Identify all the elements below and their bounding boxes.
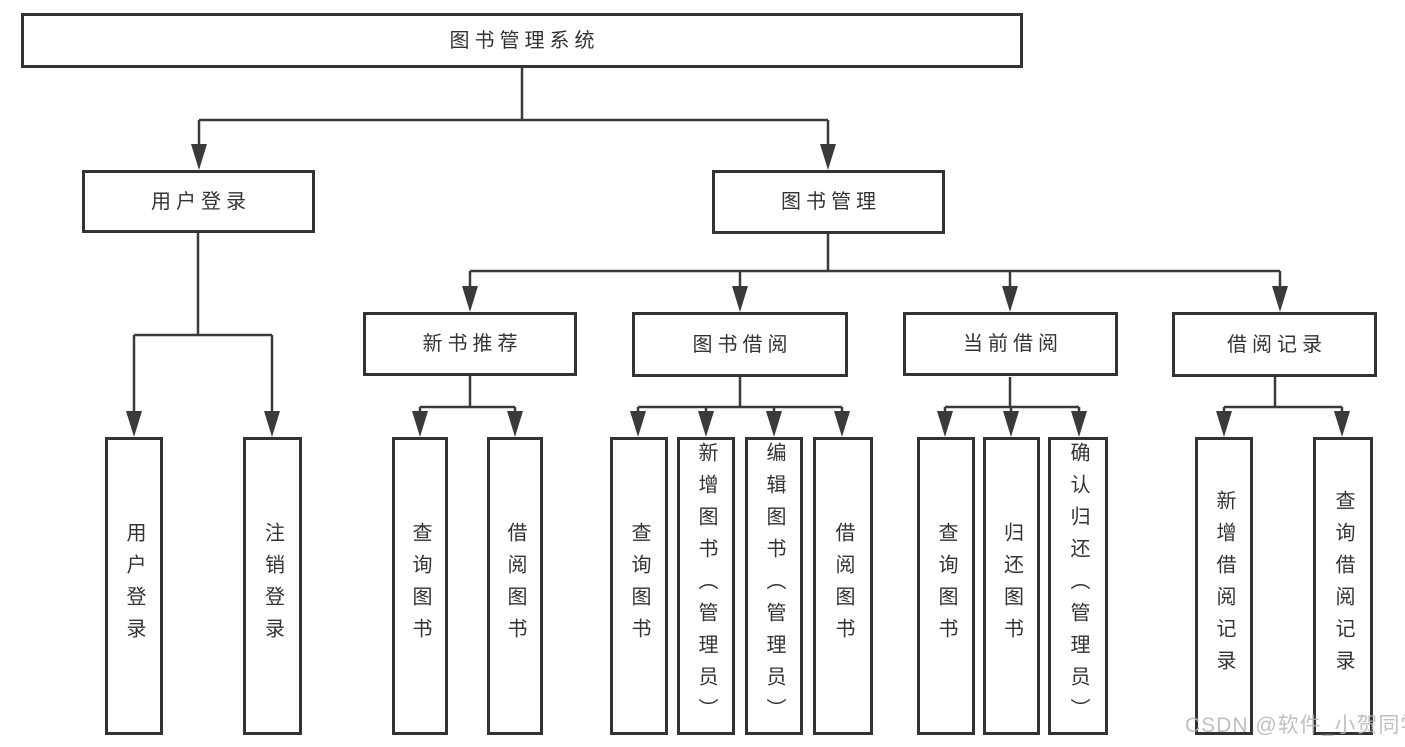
connector-borrow-records	[1222, 377, 1344, 414]
node-current-borrowing-label: 当前借阅	[963, 333, 1063, 355]
arrowhead	[732, 286, 748, 312]
arrowhead	[126, 411, 142, 437]
arrowhead	[937, 411, 953, 437]
connector-book-management	[468, 234, 1282, 289]
connector-user-login	[132, 233, 274, 414]
arrowhead	[1002, 286, 1018, 312]
arrowhead	[766, 411, 782, 437]
arrowhead	[1071, 411, 1087, 437]
leaf-query-books-2: 查询图书	[610, 437, 668, 735]
node-current-borrowing: 当前借阅	[903, 312, 1118, 376]
arrowhead	[698, 411, 714, 437]
leaf-add-book-admin: 新增图书（管理员）	[677, 437, 735, 735]
leaf-edit-book-admin: 编辑图书（管理员）	[745, 437, 803, 735]
connector-root	[197, 68, 830, 147]
leaf-query-books-1: 查询图书	[392, 437, 448, 735]
leaf-confirm-return-admin-label: 确认归还（管理员）	[1067, 442, 1089, 730]
arrowhead	[1216, 411, 1232, 437]
connector-current-borrow	[943, 377, 1081, 414]
node-book-management-label: 图书管理	[781, 191, 881, 213]
connector-lines	[132, 68, 1344, 414]
connector-arrowheads	[126, 144, 1350, 437]
leaf-user-login-label: 用户登录	[123, 522, 145, 650]
node-root: 图书管理系统	[21, 13, 1023, 68]
leaf-add-borrow-record: 新增借阅记录	[1195, 437, 1253, 735]
arrowhead	[1003, 411, 1019, 437]
leaf-user-login: 用户登录	[105, 437, 163, 735]
leaf-borrow-books-2-label: 借阅图书	[832, 522, 854, 650]
connector-book-borrow	[636, 377, 844, 414]
arrowhead	[412, 411, 428, 437]
arrowhead	[820, 144, 836, 170]
arrowhead	[264, 411, 280, 437]
leaf-query-books-3: 查询图书	[917, 437, 975, 735]
node-borrowing-records: 借阅记录	[1172, 312, 1377, 377]
node-user-login: 用户登录	[82, 170, 315, 233]
node-new-book-recommend-label: 新书推荐	[422, 333, 523, 355]
leaf-query-books-2-label: 查询图书	[628, 522, 650, 650]
leaf-logout: 注销登录	[243, 437, 302, 735]
leaf-edit-book-admin-label: 编辑图书（管理员）	[763, 442, 785, 730]
leaf-query-books-1-label: 查询图书	[409, 522, 431, 650]
node-book-management: 图书管理	[712, 170, 945, 234]
arrowhead	[1334, 411, 1350, 437]
connector-new-book	[418, 376, 517, 414]
arrowhead	[191, 144, 207, 170]
arrowhead	[630, 411, 646, 437]
leaf-logout-label: 注销登录	[261, 522, 284, 650]
node-borrowing-records-label: 借阅记录	[1227, 333, 1327, 356]
leaf-query-borrow-record: 查询借阅记录	[1313, 437, 1373, 735]
node-book-borrowing: 图书借阅	[632, 312, 848, 377]
arrowhead	[507, 411, 523, 437]
leaf-return-books-label: 归还图书	[1000, 522, 1023, 650]
node-user-login-label: 用户登录	[151, 190, 251, 213]
node-new-book-recommend: 新书推荐	[363, 312, 577, 376]
leaf-borrow-books-1-label: 借阅图书	[504, 522, 526, 650]
arrowhead	[834, 411, 850, 437]
leaf-borrow-books-2: 借阅图书	[813, 437, 873, 735]
leaf-add-borrow-record-label: 新增借阅记录	[1213, 490, 1235, 682]
csdn-watermark: CSDN @软件_小贺同学	[1185, 714, 1405, 737]
leaf-borrow-books-1: 借阅图书	[487, 437, 543, 735]
leaf-confirm-return-admin: 确认归还（管理员）	[1048, 437, 1108, 735]
leaf-query-books-3-label: 查询图书	[935, 522, 957, 650]
leaf-add-book-admin-label: 新增图书（管理员）	[695, 442, 717, 730]
leaf-return-books: 归还图书	[983, 437, 1040, 735]
arrowhead	[462, 286, 478, 312]
leaf-query-borrow-record-label: 查询借阅记录	[1332, 490, 1354, 682]
node-root-label: 图书管理系统	[449, 29, 600, 52]
node-book-borrowing-label: 图书借阅	[692, 333, 793, 356]
arrowhead	[1272, 286, 1288, 312]
